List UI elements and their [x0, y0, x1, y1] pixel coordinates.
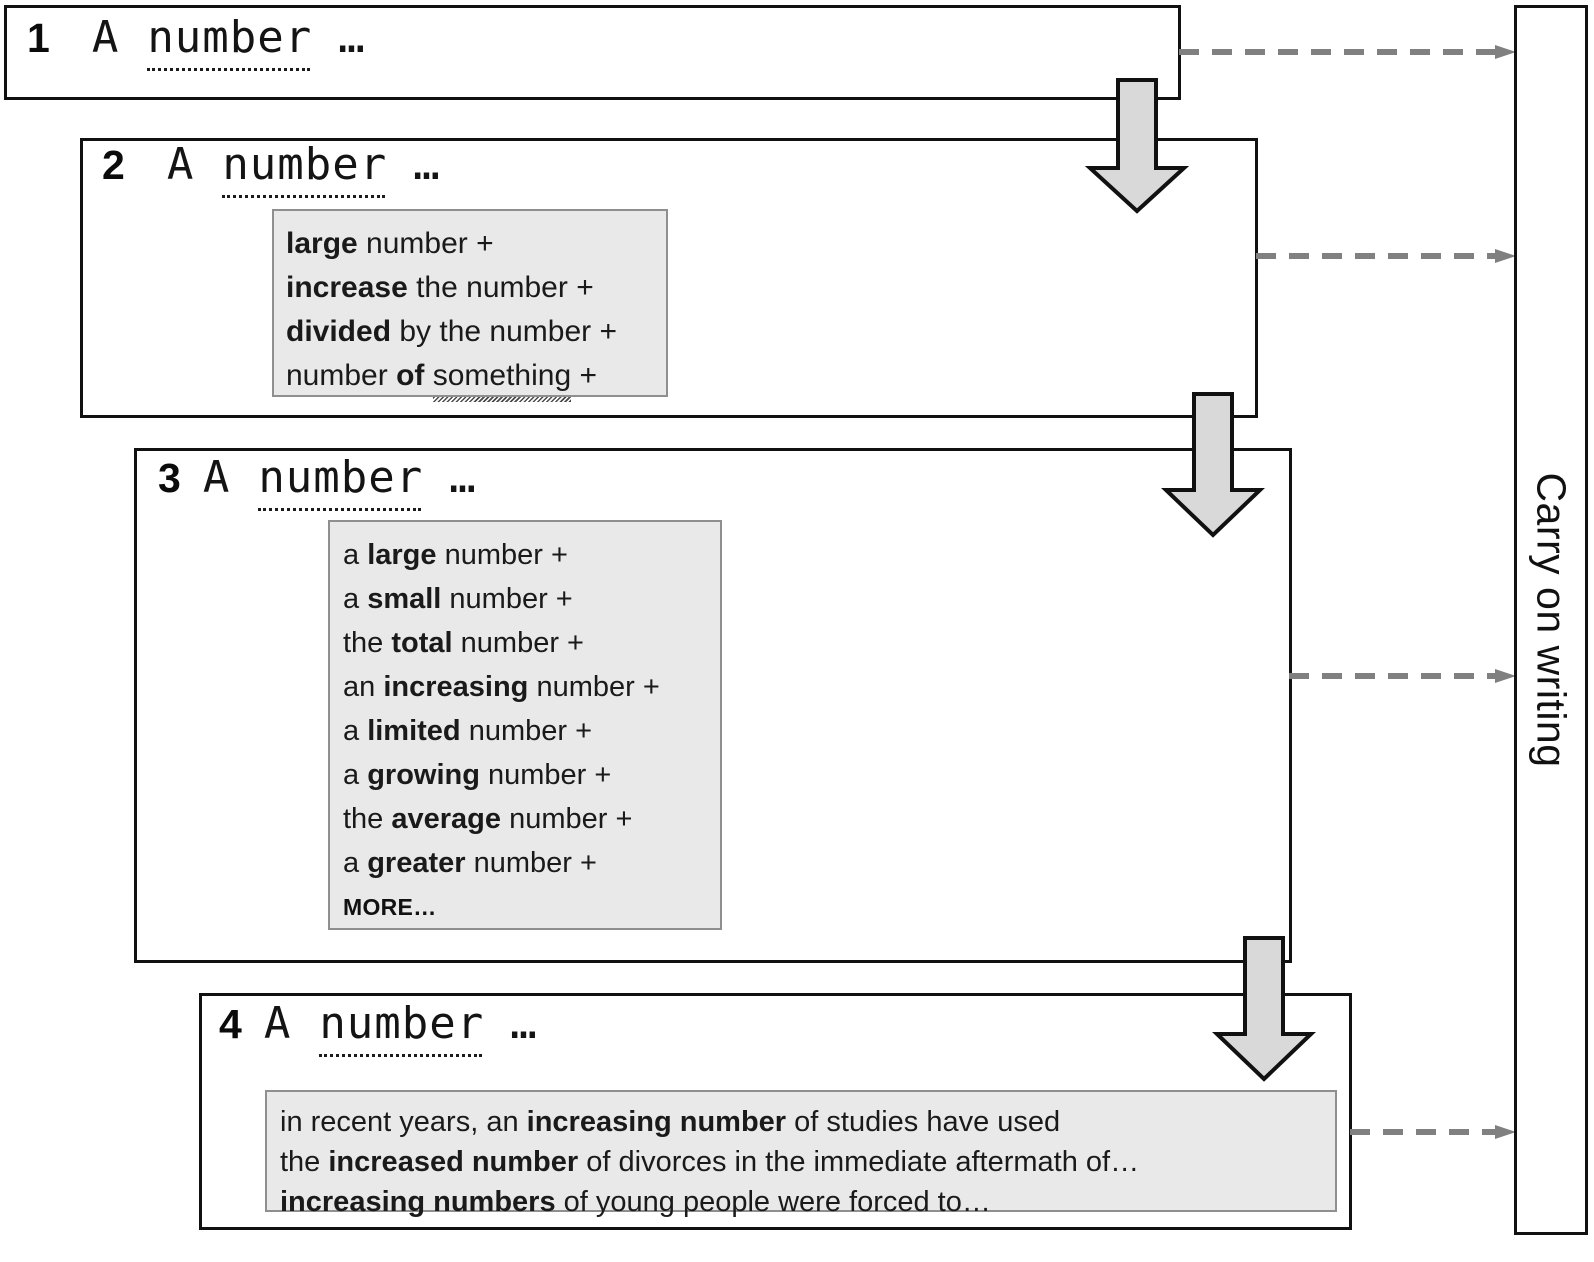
suggestion-rest: by the number + — [391, 315, 617, 348]
stage-ellipsis-2: … — [413, 139, 441, 190]
stage-box-3 — [134, 448, 1292, 963]
stage-keyword-1: number — [147, 12, 313, 71]
stage-number-4: 4 — [219, 1001, 242, 1047]
suggestion-panel-4[interactable]: in recent years, an increasing number of… — [265, 1090, 1337, 1218]
suggestion-bold-term: increasing numbers — [280, 1186, 556, 1218]
suggestion-post: number + — [528, 671, 660, 703]
stage-ellipsis-3: … — [449, 452, 477, 503]
stage-number-1: 1 — [27, 15, 50, 61]
dashed-connector-2 — [1256, 249, 1517, 263]
suggestion-rest: number + — [357, 227, 494, 260]
stage-box-4 — [199, 993, 1352, 1230]
suggestion-item[interactable]: a small number + — [343, 577, 720, 621]
stage-ellipsis-4: … — [510, 998, 538, 1049]
stage-prefix-2: A — [166, 139, 195, 190]
stage-header-3: 3 A number … — [158, 452, 477, 511]
suggestion-item[interactable]: number of something + — [286, 354, 666, 402]
suggestion-bold-term: increase — [286, 271, 408, 304]
stage-prefix-4: A — [263, 998, 292, 1049]
flow-arrow-down-1 — [1078, 78, 1196, 214]
suggestion-pre: a — [343, 583, 368, 615]
suggestion-bold-term: greater — [367, 847, 466, 879]
suggestion-bold-term: small — [367, 583, 442, 615]
suggestion-bold-term: divided — [286, 315, 392, 348]
suggestion-rest: the number + — [407, 271, 594, 304]
dashed-connector-4 — [1350, 1125, 1517, 1139]
stage-header-1: 1 A number … — [27, 12, 366, 71]
suggestion-post: of divorces in the immediate aftermath o… — [578, 1146, 1140, 1178]
stage-box-2 — [80, 138, 1258, 418]
carry-on-writing-label: Carry on writing — [1528, 472, 1575, 768]
carry-on-writing-panel: Carry on writing — [1514, 5, 1588, 1235]
suggestion-item[interactable]: the increased number of divorces in the … — [280, 1142, 1335, 1182]
suggestion-post: number + — [479, 759, 612, 791]
suggestion-post: of studies have used — [786, 1106, 1061, 1138]
suggestion-item[interactable]: increasing numbers of young people were … — [280, 1182, 1335, 1222]
stage-ellipsis-1: … — [338, 12, 366, 63]
suggestion-item[interactable]: divided by the number + — [286, 310, 666, 354]
suggestion-pre: a — [343, 759, 368, 791]
suggestion-pre: the — [280, 1146, 329, 1178]
suggestion-item[interactable]: large number + — [286, 222, 666, 266]
suggestion-bold-term: limited — [367, 715, 461, 747]
stage-prefix-1: A — [91, 12, 120, 63]
suggestion-bold-term: total — [391, 627, 453, 659]
suggestion-item[interactable]: the total number + — [343, 621, 720, 665]
suggestion-post: number + — [441, 583, 573, 615]
stage-header-2: 2 A number … — [102, 139, 441, 198]
dashed-connector-3 — [1289, 669, 1517, 683]
suggestion-pre: number — [286, 359, 397, 392]
stage-number-3: 3 — [158, 455, 181, 501]
suggestion-item[interactable]: the average number + — [343, 797, 720, 841]
stage-header-4: 4 A number … — [219, 998, 538, 1057]
suggestion-item[interactable]: an increasing number + — [343, 665, 720, 709]
suggestion-bold-term: increasing — [383, 671, 529, 703]
suggestion-post: number + — [501, 803, 633, 835]
stage-keyword-3: number — [258, 452, 424, 511]
stage-keyword-4: number — [319, 998, 485, 1057]
suggestion-item[interactable]: a large number + — [343, 533, 720, 577]
suggestion-bold-term: of — [396, 359, 425, 392]
suggestion-pre: a — [343, 539, 368, 571]
dashed-connector-1 — [1179, 45, 1517, 59]
stage-prefix-3: A — [202, 452, 231, 503]
suggestion-post: of young people were forced to… — [555, 1186, 991, 1218]
suggestion-item[interactable]: increase the number + — [286, 266, 666, 310]
stage-number-2: 2 — [102, 142, 125, 188]
suggestion-bold-term: increasing number — [526, 1106, 787, 1138]
suggestion-panel-3[interactable]: a large number + a small number + the to… — [328, 520, 722, 930]
suggestion-panel-2[interactable]: large number + increase the number + div… — [272, 209, 668, 402]
suggestion-bold-term: large — [286, 227, 358, 260]
flow-arrow-down-2 — [1154, 392, 1272, 538]
suggestion-item[interactable]: a growing number + — [343, 753, 720, 797]
spellcheck-word: something — [432, 354, 572, 402]
more-suggestions-link[interactable]: MORE… — [343, 894, 437, 920]
suggestion-pre: in recent years, an — [280, 1106, 527, 1138]
suggestion-item[interactable]: a limited number + — [343, 709, 720, 753]
flow-arrow-down-3 — [1205, 936, 1323, 1082]
suggestion-pre: a — [343, 847, 368, 879]
suggestion-pre: the — [343, 627, 392, 659]
suggestion-pre: the — [343, 803, 392, 835]
suggestion-post: number + — [465, 847, 597, 879]
suggestion-pre: a — [343, 715, 368, 747]
suggestion-bold-term: growing — [367, 759, 480, 791]
suggestion-tail: + — [571, 359, 598, 392]
suggestion-pre: an — [343, 671, 384, 703]
suggestion-bold-term: increased number — [328, 1146, 579, 1178]
stage-keyword-2: number — [222, 139, 388, 198]
suggestion-bold-term: average — [391, 803, 502, 835]
suggestion-post: number + — [460, 715, 593, 747]
suggestion-post: number + — [436, 539, 568, 571]
suggestion-post: number + — [452, 627, 584, 659]
suggestion-item[interactable]: a greater number + — [343, 841, 720, 885]
suggestion-bold-term: large — [367, 539, 437, 571]
suggestion-item[interactable]: in recent years, an increasing number of… — [280, 1102, 1335, 1142]
